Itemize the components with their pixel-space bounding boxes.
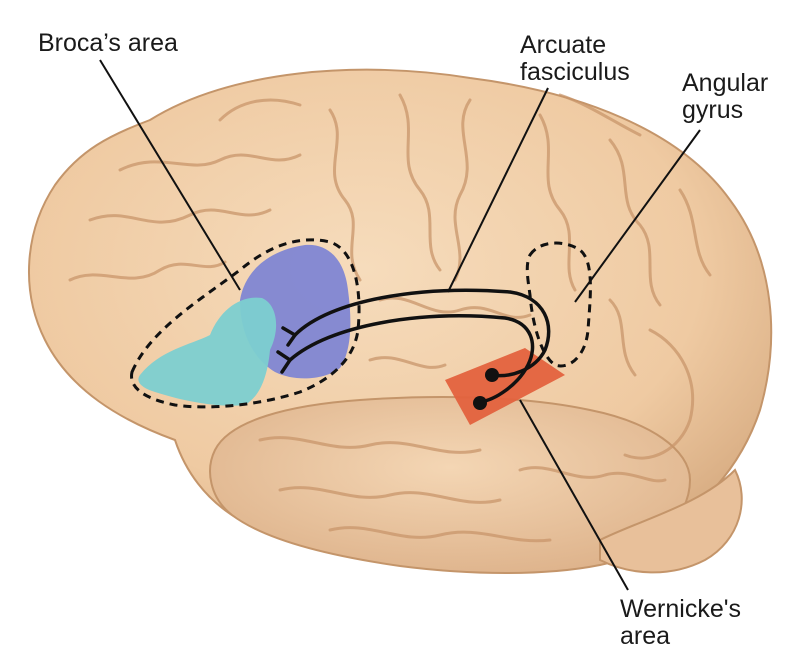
cerebellum — [599, 468, 743, 574]
wernicke-area-label: Wernicke's area — [620, 595, 742, 650]
broca-area-label: Broca’s area — [38, 29, 178, 57]
arcuate-fasciculus-fibers — [276, 288, 551, 404]
sulci — [68, 93, 712, 543]
wernicke-leader-line — [519, 399, 629, 591]
angular-leader-line — [574, 129, 701, 303]
wernicke-fiber-dot-lower — [473, 396, 487, 410]
broca-dashed-outline — [130, 238, 361, 409]
angular-gyrus-dashed-outline — [525, 241, 592, 368]
broca-region-front — [138, 297, 277, 406]
arcuate-leader-line — [447, 87, 549, 293]
angular-gyrus-label: Angular gyrus — [682, 69, 769, 124]
leader-lines — [99, 59, 701, 591]
broca-leader-line — [99, 59, 241, 291]
arcuate-fasciculus-label: Arcuate fasciculus — [520, 31, 630, 86]
wernicke-fiber-dot-upper — [485, 368, 499, 382]
